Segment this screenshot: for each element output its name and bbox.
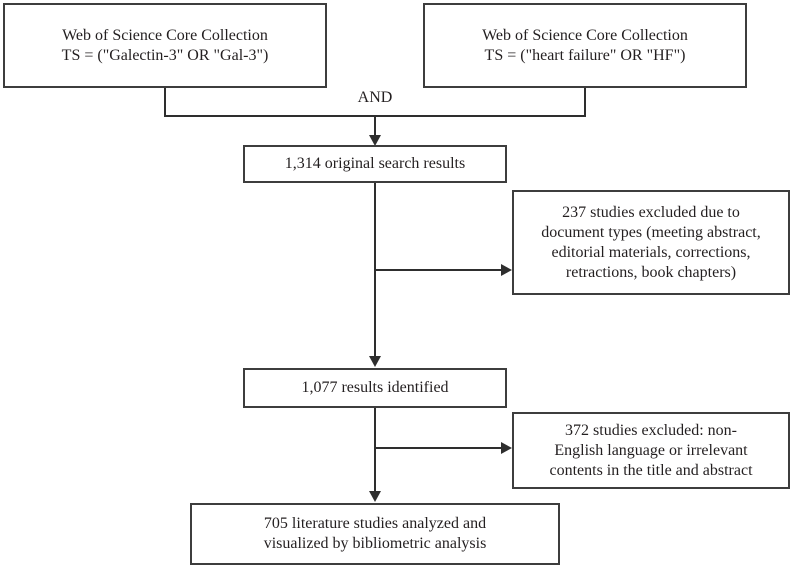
box-results-identified: 1,077 results identified [243, 368, 507, 408]
arrow-right-icon [501, 442, 512, 454]
box-wos-galectin-query: Web of Science Core Collection TS = ("Ga… [3, 3, 327, 88]
box-wos-heart-failure-query: Web of Science Core Collection TS = ("he… [423, 3, 747, 88]
arrow-down-icon [369, 135, 381, 146]
box-initial-search-results: 1,314 original search results [243, 145, 507, 183]
arrow-to-initial-results-line [374, 116, 376, 136]
wos-galectin-query-text: Web of Science Core Collection TS = ("Ga… [61, 26, 269, 64]
connector-join-line [164, 115, 586, 117]
box-excluded-document-types: 237 studies excluded due to document typ… [512, 190, 790, 295]
branch-to-excluded-doc-types-line [375, 269, 501, 271]
arrow-down-icon [369, 491, 381, 502]
initial-search-results-text: 1,314 original search results [284, 155, 466, 172]
connector-right-drop-line [584, 88, 586, 116]
final-analyzed-text: 705 literature studies analyzed and visu… [263, 515, 487, 552]
excluded-document-types-text: 237 studies excluded due to document typ… [541, 203, 761, 281]
arrow-to-identified-results-line [374, 183, 376, 357]
arrow-down-icon [369, 356, 381, 367]
arrow-right-icon [501, 264, 512, 276]
results-identified-text: 1,077 results identified [301, 379, 449, 396]
and-operator-label: AND [357, 89, 393, 106]
arrow-to-final-analyzed-line [374, 408, 376, 492]
connector-left-drop-line [164, 88, 166, 116]
box-excluded-language: 372 studies excluded: non- English langu… [512, 412, 790, 489]
excluded-language-text: 372 studies excluded: non- English langu… [549, 421, 753, 479]
box-final-analyzed: 705 literature studies analyzed and visu… [190, 503, 560, 565]
branch-to-excluded-language-line [375, 447, 501, 449]
wos-heart-failure-query-text: Web of Science Core Collection TS = ("he… [482, 26, 688, 64]
